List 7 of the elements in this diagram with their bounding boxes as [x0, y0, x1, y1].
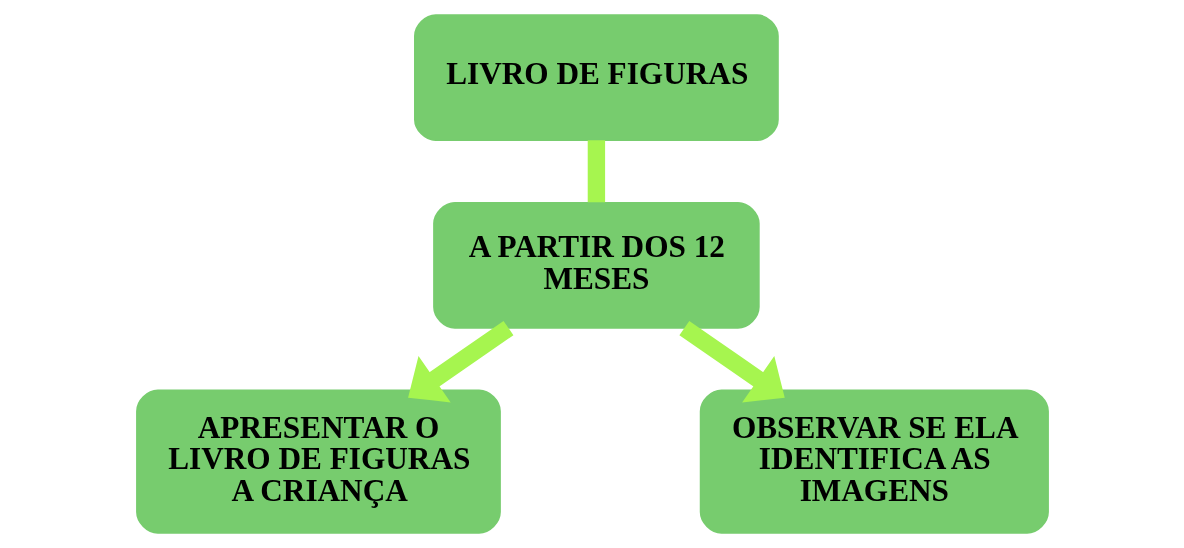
- arrow: [678, 320, 785, 403]
- arrow: [407, 320, 513, 403]
- node-box: APRESENTAR O LIVRO DE FIGURAS A CRIANÇA: [135, 389, 501, 534]
- connector: [587, 140, 605, 203]
- node-box: OBSERVAR SE ELA IDENTIFICA AS IMAGENS: [699, 389, 1049, 534]
- node-box: A PARTIR DOS 12 MESES: [432, 201, 760, 329]
- node-box: LIVRO DE FIGURAS: [413, 14, 779, 142]
